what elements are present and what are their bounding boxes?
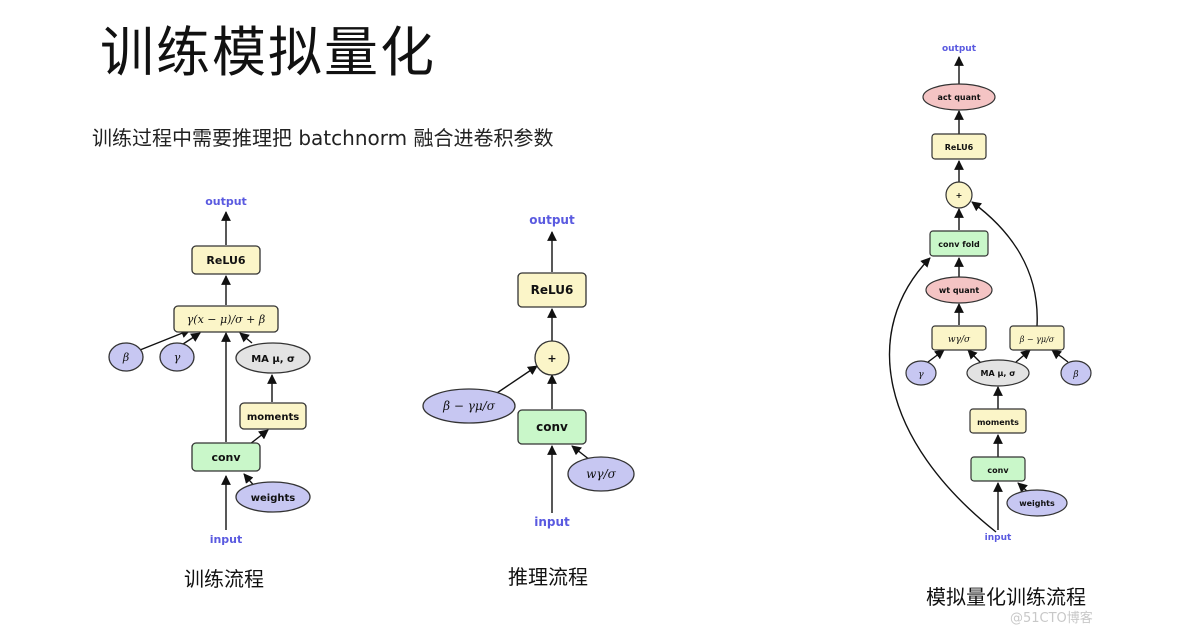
inference-input-label: input — [534, 515, 570, 529]
quant-training-diagram: output act quant ReLU6 + conv fold wt qu… — [888, 44, 1092, 543]
quant-beta-node — [1060, 360, 1092, 386]
training-bn-label: γ(x − μ)/σ + β — [187, 313, 266, 326]
training-beta-node — [108, 342, 144, 372]
training-moments-label: moments — [247, 412, 299, 423]
inference-bias-label: β − γμ/σ — [442, 399, 496, 413]
training-relu-label: ReLU6 — [206, 254, 245, 267]
edge-wscale-conv — [571, 445, 591, 461]
edge-input-convfold — [888, 257, 997, 533]
inference-wscale-node — [567, 456, 635, 492]
inference-diagram: output ReLU6 + β − γμ/σ conv wγ/σ input — [422, 213, 635, 529]
training-weights-label: weights — [251, 493, 296, 504]
quant-wtquant-label: wt quant — [939, 286, 980, 295]
quant-gamma-node — [905, 360, 937, 386]
training-conv-label: conv — [211, 451, 241, 464]
training-gamma-label: γ — [174, 351, 181, 364]
edge-ma-bn — [239, 332, 253, 344]
quant-actquant-label: act quant — [937, 93, 980, 102]
quant-weights-label: weights — [1019, 499, 1055, 508]
inference-bias-node — [422, 388, 516, 424]
training-weights-node — [235, 481, 311, 513]
quant-moments-label: moments — [977, 418, 1019, 427]
training-input-label: input — [210, 533, 243, 546]
inference-conv-label: conv — [536, 420, 568, 434]
edge-bias-add — [493, 365, 538, 396]
quant-bias-label: β − γμ/σ — [1019, 335, 1055, 344]
edge-beta-bn — [139, 328, 191, 351]
quant-wscale-label: wγ/σ — [948, 335, 971, 345]
quant-add-label: + — [956, 191, 963, 200]
caption-inference: 推理流程 — [508, 565, 588, 589]
quant-ma-label: MA μ, σ — [981, 369, 1016, 378]
quant-wtquant-node — [925, 276, 993, 304]
training-ma-label: MA μ, σ — [251, 354, 295, 365]
quant-relu-label: ReLU6 — [945, 143, 974, 152]
training-output-label: output — [205, 195, 247, 208]
quant-conv-node — [970, 456, 1026, 482]
quant-bias-node — [1009, 325, 1065, 351]
slide-title: 训练模拟量化 — [100, 21, 436, 84]
inference-add-label: + — [547, 352, 556, 365]
edge-gamma-wscale — [927, 349, 945, 363]
quant-actquant-node — [922, 83, 996, 111]
quant-add-node — [945, 181, 973, 209]
quant-ma-node — [966, 359, 1030, 387]
quant-weights-node — [1006, 489, 1068, 517]
inference-conv-node — [517, 409, 587, 445]
quant-relu-node — [931, 133, 987, 160]
edge-ma-wscale — [967, 349, 981, 363]
quant-input-label: input — [985, 533, 1012, 543]
training-moments-node — [239, 402, 307, 430]
quant-convfold-node — [929, 230, 989, 257]
training-relu-node — [191, 245, 261, 275]
edge-beta-bias — [1051, 349, 1069, 363]
inference-add-node — [534, 340, 570, 376]
quant-wscale-node — [931, 325, 987, 351]
inference-relu-label: ReLU6 — [531, 283, 574, 297]
quant-output-label: output — [942, 44, 977, 54]
quant-gamma-label: γ — [918, 370, 924, 380]
watermark: @51CTO博客 — [1010, 611, 1093, 626]
edge-bias-add — [971, 201, 1038, 327]
quant-convfold-label: conv fold — [938, 240, 980, 249]
quant-conv-label: conv — [987, 466, 1009, 475]
training-beta-label: β — [122, 351, 129, 364]
caption-quant-training: 模拟量化训练流程 — [926, 585, 1086, 609]
training-diagram: output ReLU6 γ(x − μ)/σ + β β γ MA μ, σ … — [108, 195, 311, 546]
quant-beta-label: β — [1072, 370, 1078, 380]
slide-subtitle: 训练过程中需要推理把 batchnorm 融合进卷积参数 — [92, 126, 554, 150]
edge-ma-bias — [1015, 349, 1031, 363]
edge-conv-moments — [249, 429, 269, 445]
inference-output-label: output — [529, 213, 575, 227]
training-ma-node — [235, 342, 311, 374]
training-conv-node — [191, 442, 261, 472]
training-gamma-node — [159, 342, 195, 372]
caption-training: 训练流程 — [184, 567, 264, 591]
training-bn-node — [173, 305, 279, 333]
inference-relu-node — [517, 272, 587, 308]
quant-moments-node — [969, 408, 1027, 434]
inference-wscale-label: wγ/σ — [586, 467, 616, 481]
